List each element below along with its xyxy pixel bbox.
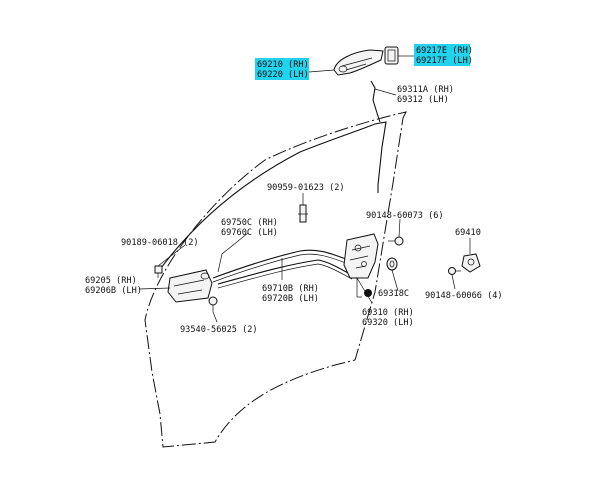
outside-door-handle — [333, 49, 384, 76]
label-cover-rh: 69217E (RH) — [416, 46, 473, 56]
label-rod-rh: 69311A (RH) — [397, 85, 454, 95]
door-outer-outline — [144, 111, 407, 448]
label-lock-rh: 69310 (RH) — [362, 308, 414, 318]
inside-door-handle — [167, 269, 213, 303]
label-striker: 69410 — [455, 228, 481, 238]
bolt-90148-60066 — [448, 267, 461, 275]
label-lock-lh: 69320 (LH) — [362, 318, 414, 328]
lock-rod-parallel — [217, 263, 353, 289]
label-rod2-lh: 69720B (LH) — [262, 294, 319, 304]
label-cable-lh: 69760C (LH) — [221, 228, 278, 238]
highlight-cover-labels — [414, 44, 470, 66]
lock-cable — [212, 249, 356, 279]
screw-90189 — [154, 265, 163, 278]
label-rod-lh: 69312 (LH) — [397, 95, 449, 105]
label-grommet: 69318C — [378, 289, 409, 299]
control-rod-upper — [370, 80, 381, 123]
label-clip: 90959-01623 (2) — [267, 183, 345, 193]
bolt-90148-60073 — [388, 236, 404, 246]
label-inner-rh: 69205 (RH) — [85, 276, 137, 286]
handle-cover — [384, 46, 399, 65]
label-handle-rh: 69210 (RH) — [257, 60, 309, 70]
label-cover-lh: 69217F (LH) — [416, 56, 473, 66]
label-handle-lh: 69220 (LH) — [257, 70, 309, 80]
rod-clip — [298, 204, 308, 223]
lock-rod — [217, 259, 353, 285]
highlight-handle-labels — [255, 58, 309, 80]
lock-cable-parallel — [212, 253, 356, 283]
screw-93540 — [208, 296, 218, 312]
label-bolt-right: 90148-60066 (4) — [425, 291, 503, 301]
label-inner-lh: 69206B (LH) — [85, 286, 142, 296]
label-cable-rh: 69750C (RH) — [221, 218, 278, 228]
label-rod2-rh: 69710B (RH) — [262, 284, 319, 294]
door-window-line — [157, 121, 387, 273]
leader-lines — [138, 55, 471, 323]
door-striker — [461, 253, 481, 273]
callout-dot — [364, 289, 372, 297]
grommet-69318c — [386, 257, 398, 271]
label-screw-bottom: 93540-56025 (2) — [180, 325, 258, 335]
label-screw-left: 90189-06018 (2) — [121, 238, 199, 248]
door-lock-assembly — [343, 233, 379, 279]
label-bolt-top: 90148-60073 (6) — [366, 211, 444, 221]
